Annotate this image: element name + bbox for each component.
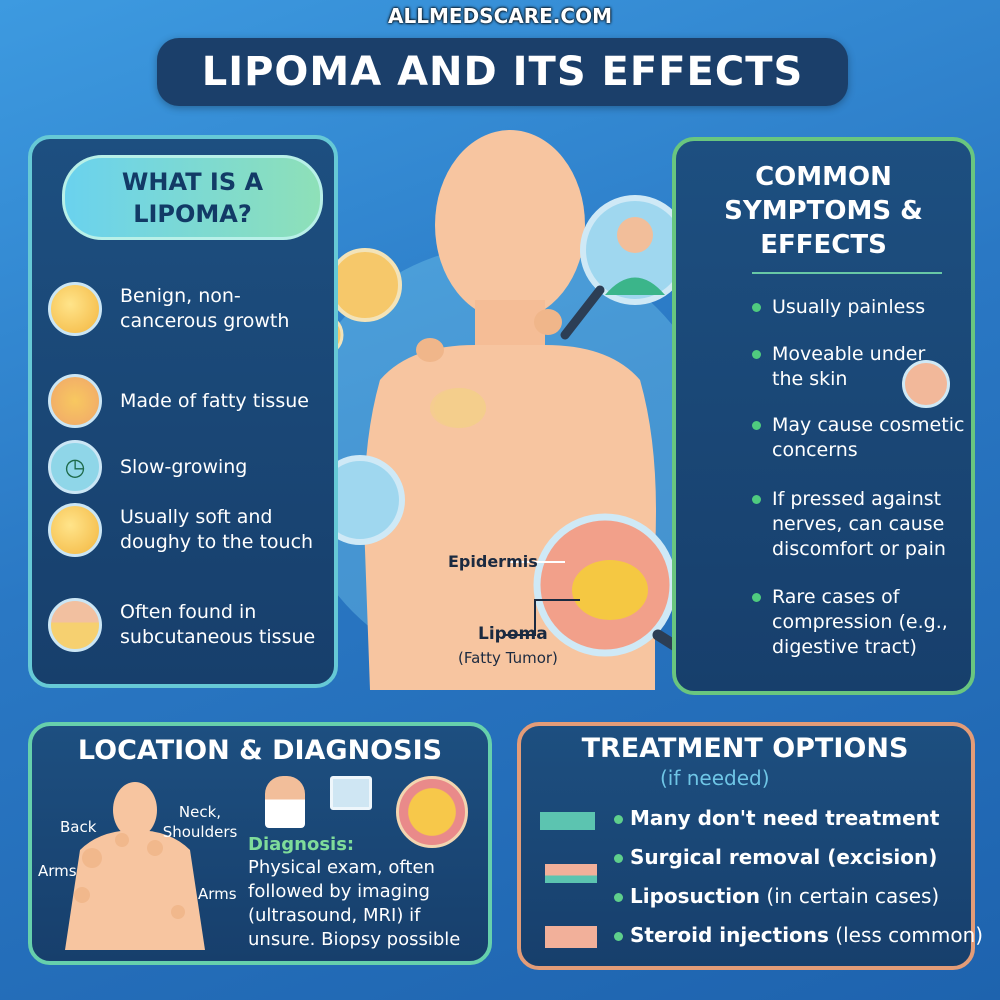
list-item: Made of fatty tissue xyxy=(48,374,333,428)
clock-icon: ◷ xyxy=(48,440,102,494)
fat-cells-icon xyxy=(328,248,402,322)
arms-right-label: Arms xyxy=(198,885,237,903)
epidermis-label: Epidermis xyxy=(448,552,538,571)
treatment-item: Many don't need treatment xyxy=(614,806,939,830)
syringe-icon xyxy=(545,893,597,948)
treatment-subheading: (if needed) xyxy=(660,766,770,790)
list-item: Usually soft and doughy to the touch xyxy=(48,503,333,557)
location-heading: LOCATION & DIAGNOSIS xyxy=(77,735,443,766)
symptoms-heading: COMMON SYMPTOMS & EFFECTS xyxy=(724,162,923,260)
skin-layer-icon xyxy=(48,598,102,652)
what-is-heading: WHAT IS A LIPOMA? xyxy=(62,155,323,240)
symptom-item: May cause cosmetic concerns xyxy=(752,413,972,463)
soft-lump-icon xyxy=(48,503,102,557)
scalpel-icon xyxy=(545,845,597,883)
symptoms-panel xyxy=(672,137,975,695)
treatment-heading: TREATMENT OPTIONS xyxy=(581,733,909,764)
doctor-icon xyxy=(265,776,305,828)
list-item: Benign, non-cancerous growth xyxy=(48,282,333,336)
symptom-item: If pressed against nerves, can cause dis… xyxy=(752,487,972,562)
lipoma-closeup-icon xyxy=(396,776,468,848)
lipoma-label: Lipoma xyxy=(478,624,548,644)
arms-left-label: Arms xyxy=(38,862,77,880)
lipoma-sublabel: (Fatty Tumor) xyxy=(458,649,558,667)
symptom-item: Usually painless xyxy=(752,295,972,320)
symptom-item: Moveable under the skin xyxy=(752,342,947,392)
divider xyxy=(752,272,942,274)
ultrasound-monitor-icon xyxy=(330,776,372,810)
neck-label: Neck, Shoulders xyxy=(162,803,238,841)
fat-cells-icon xyxy=(48,282,102,336)
nerve-pain-icon xyxy=(902,360,950,408)
head-shape xyxy=(435,130,585,320)
treatment-item: Liposuction (in certain cases) xyxy=(614,884,939,908)
surgeon-hands-icon xyxy=(540,790,595,830)
treatment-item: Surgical removal (excision) xyxy=(614,845,937,869)
body-illustration xyxy=(285,130,740,694)
back-body-icon xyxy=(65,782,205,950)
diagnosis-label: Diagnosis: xyxy=(248,834,355,855)
back-label: Back xyxy=(60,818,97,836)
site-watermark: ALLMEDSCARE.COM xyxy=(388,4,612,28)
fatty-tissue-icon xyxy=(48,374,102,428)
list-item: ◷Slow-growing xyxy=(48,440,333,494)
symptom-item: Rare cases of compression (e.g., digesti… xyxy=(752,585,952,660)
list-item: Often found in subcutaneous tissue xyxy=(48,598,333,652)
page-title: LIPOMA AND ITS EFFECTS xyxy=(157,38,848,106)
diagnosis-text: Physical exam, often followed by imaging… xyxy=(248,857,461,950)
treatment-item: Steroid injections (less common) xyxy=(614,923,983,947)
